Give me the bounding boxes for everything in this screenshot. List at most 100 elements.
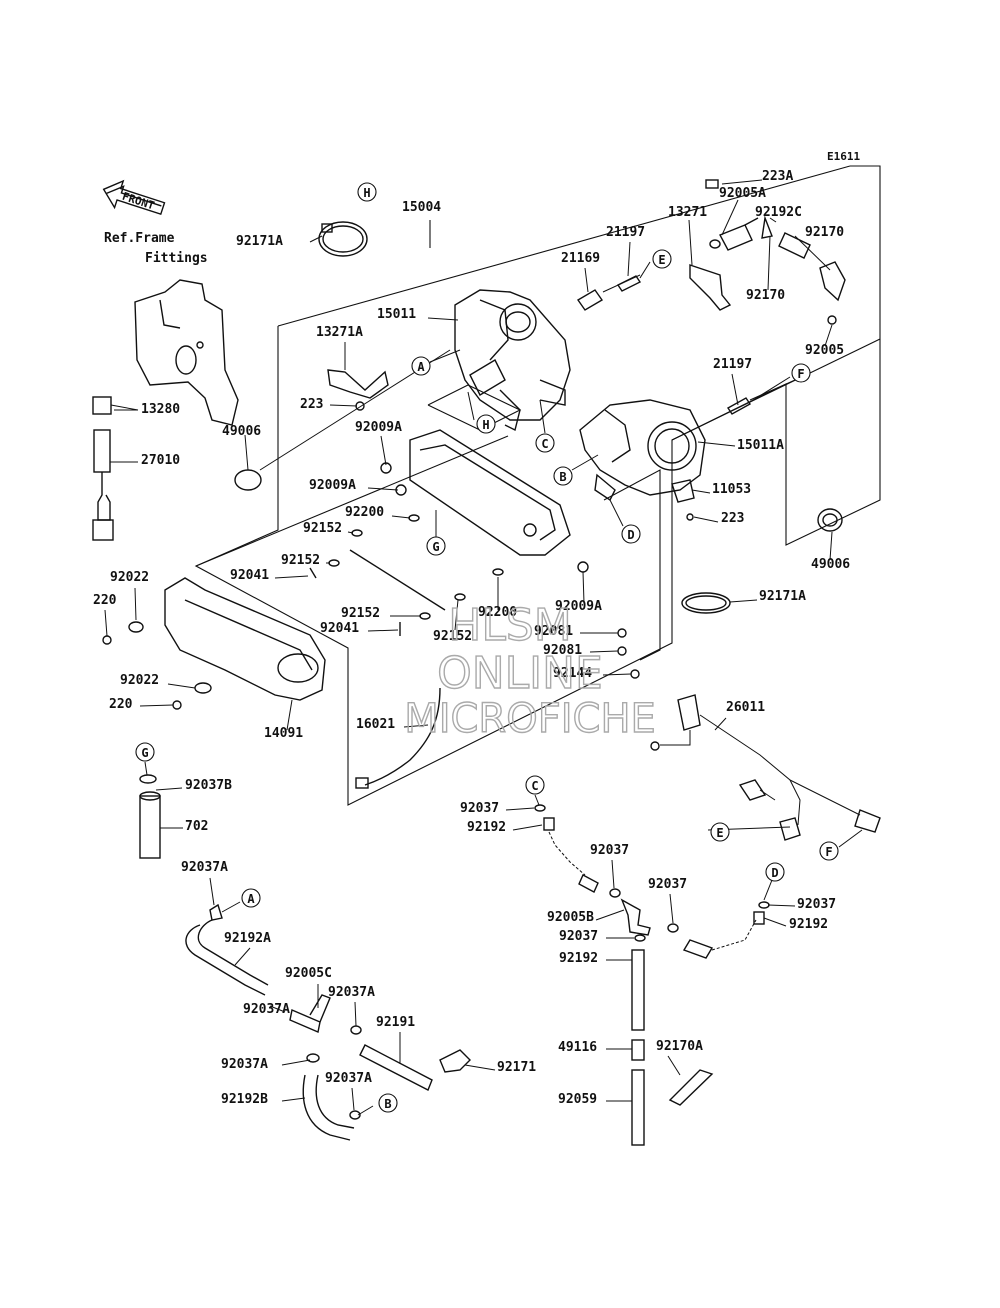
callout-letter: H [482, 418, 489, 432]
front-label: FRONT [121, 190, 157, 213]
callout-letter: E [716, 826, 723, 840]
part-number-label: 92170 [805, 225, 844, 240]
part-number-label: 92005B [547, 910, 594, 925]
part-number-label: 92192C [755, 205, 802, 220]
callout-letter: C [531, 779, 538, 793]
callout-circle [791, 363, 811, 383]
callout-letter: A [417, 360, 425, 374]
callout-circle [357, 182, 377, 202]
part-number-label: 92192 [467, 820, 506, 835]
callout-circle [765, 862, 785, 882]
callout-circle [819, 841, 839, 861]
carburetor-15011A [579, 399, 706, 502]
part-number-label: 92037A [181, 860, 228, 875]
diagram-code: E1611 [827, 150, 860, 163]
part-number-label: 92144 [553, 666, 592, 681]
part-number-label: 223A [762, 169, 793, 184]
part-number-label: 92200 [478, 605, 517, 620]
part-number-label: 92152 [341, 606, 380, 621]
part-number-label: 92022 [120, 673, 159, 688]
callout-letter: A [247, 892, 255, 906]
part-number-label: 11053 [712, 482, 751, 497]
part-number-label: 92009A [355, 420, 402, 435]
watermark-line1: HLSM [448, 600, 572, 651]
callout-a: A [241, 888, 261, 908]
jet-21197-b [726, 397, 752, 415]
callout-letter: D [627, 528, 634, 542]
part-number-label: 92170 [746, 288, 785, 303]
part-number-label: 14091 [264, 726, 303, 741]
ref-fittings-label: Fittings [145, 251, 208, 266]
callout-circle [535, 433, 555, 453]
ref-frame-label: Ref.Frame [104, 231, 175, 246]
callout-c: C [535, 433, 555, 453]
part-number-label: 27010 [141, 453, 180, 468]
part-number-label: 49116 [558, 1040, 597, 1055]
part-number-label: 21197 [713, 357, 752, 372]
part-number-label: 92192A [224, 931, 271, 946]
callout-letter: B [384, 1097, 391, 1111]
part-number-label: 92152 [303, 521, 342, 536]
part-number-label: 92037 [590, 843, 629, 858]
part-number-label: 92005C [285, 966, 332, 981]
callout-letter: D [771, 866, 778, 880]
callout-circle [553, 466, 573, 486]
part-number-label: 223 [300, 397, 323, 412]
part-number-label: 92192B [221, 1092, 268, 1107]
callout-letter: H [363, 186, 370, 200]
part-number-label: 92171A [236, 234, 283, 249]
part-number-label: 16021 [356, 717, 395, 732]
part-number-label: 92005 [805, 343, 844, 358]
tube-702 [139, 774, 161, 859]
part-number-label: 92171A [759, 589, 806, 604]
jet-21169 [576, 289, 604, 311]
part-number-label: 92037A [243, 1002, 290, 1017]
callout-c: C [525, 775, 545, 795]
clamp-92171A-top [318, 221, 368, 257]
part-number-label: 15011 [377, 307, 416, 322]
callout-letter: B [559, 470, 566, 484]
part-number-label: 21169 [561, 251, 600, 266]
carburetor-15011 [454, 289, 571, 432]
callout-f: F [819, 841, 839, 861]
part-number-label: 223 [721, 511, 744, 526]
callout-h: H [357, 182, 377, 202]
part-number-label: 13280 [141, 402, 180, 417]
part-number-label: 92037A [221, 1057, 268, 1072]
part-number-label: 15011A [737, 438, 784, 453]
fuel-hoses-right [543, 817, 765, 1146]
part-number-label: 92009A [555, 599, 602, 614]
part-number-label: 92152 [433, 629, 472, 644]
relay-13280 [92, 396, 139, 541]
fitting-92005A [705, 179, 846, 325]
part-number-label: 92081 [543, 643, 582, 658]
leader-lines [104, 179, 863, 1116]
callout-circle [241, 888, 261, 908]
watermark-line3: MICROFICHE [404, 696, 656, 742]
callout-circle [411, 356, 431, 376]
choke-cable-16021 [364, 687, 441, 786]
part-number-label: 13271A [316, 325, 363, 340]
air-guide-14091 [164, 577, 326, 701]
callout-d: D [621, 524, 641, 544]
callout-a: A [411, 356, 431, 376]
callout-circle [525, 775, 545, 795]
clamp-92171A-bottom [681, 592, 731, 614]
callout-d: D [765, 862, 785, 882]
watermark-line2: ONLINE [437, 648, 603, 699]
callout-circle [135, 742, 155, 762]
assembly-frame-15004 [194, 165, 881, 806]
part-number-label: 92037B [185, 778, 232, 793]
front-arrow-icon: FRONT [102, 179, 166, 216]
bracket-11053 [671, 479, 695, 503]
part-number-label: 15004 [402, 200, 441, 215]
frame-bracket [134, 279, 239, 426]
part-number-label: 220 [93, 593, 117, 608]
part-number-label: 92005A [719, 186, 766, 201]
part-number-label: 26011 [726, 700, 765, 715]
callout-circle [426, 536, 446, 556]
callout-letter: F [797, 367, 804, 381]
part-number-label: 92009A [309, 478, 356, 493]
